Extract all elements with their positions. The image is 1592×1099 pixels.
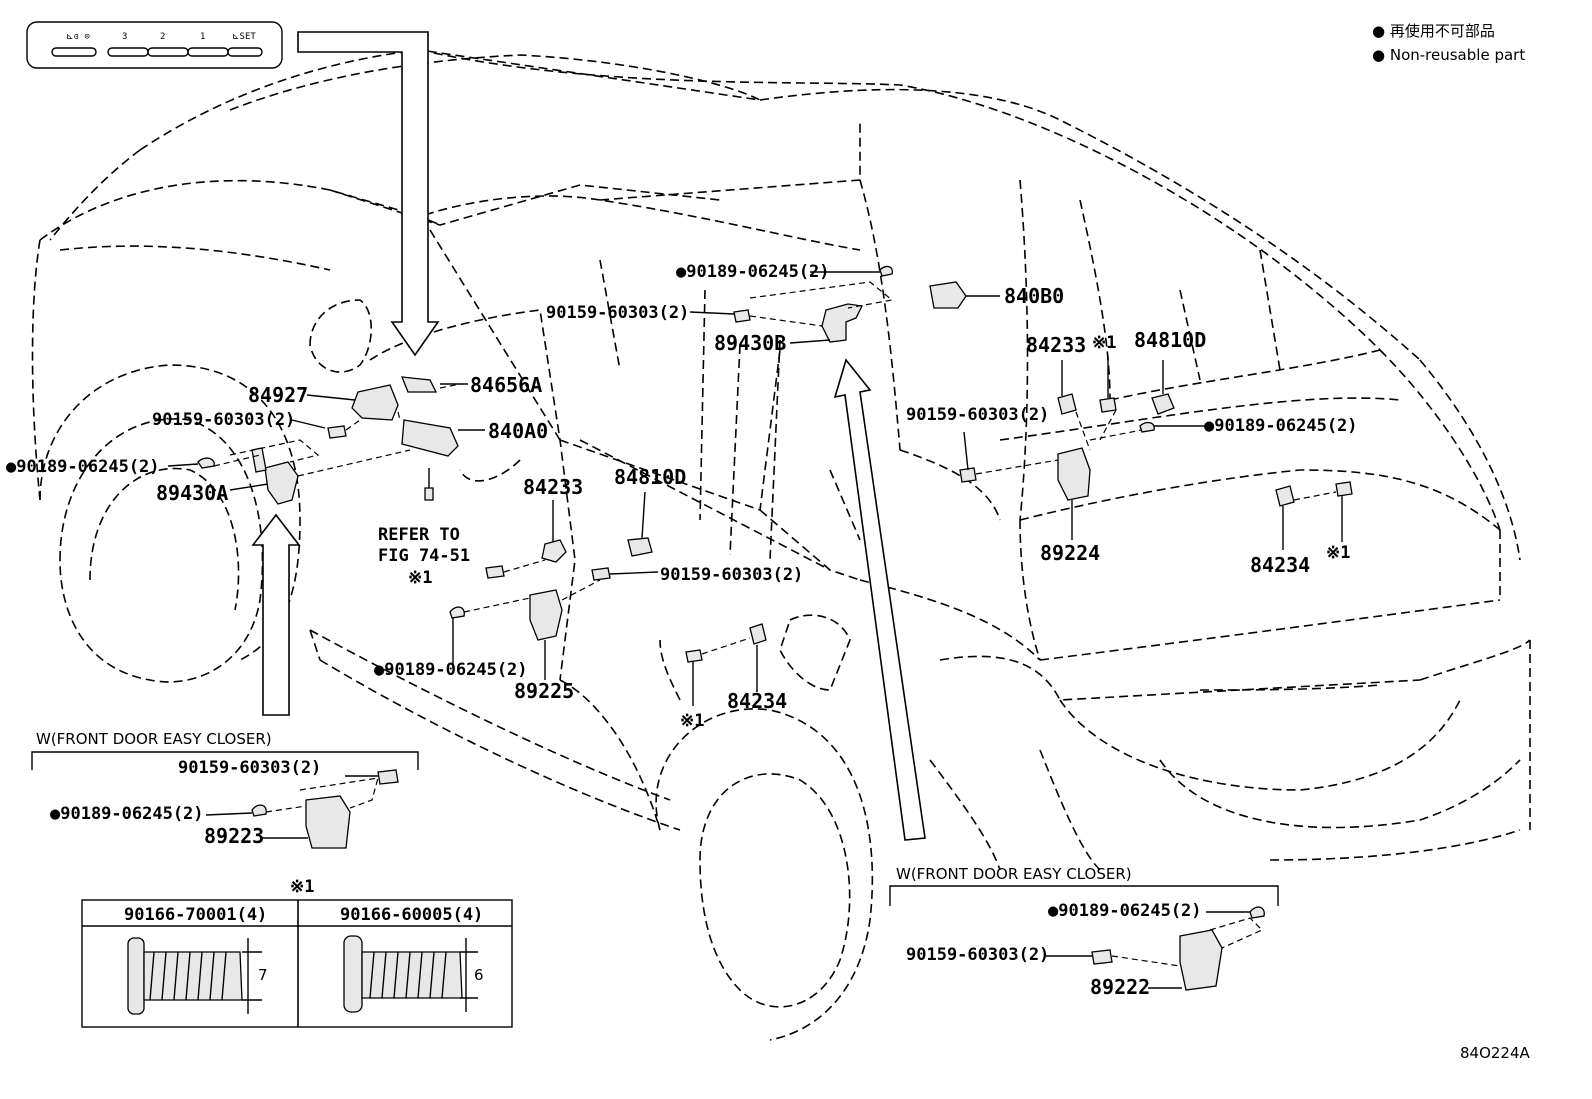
- part-89222: [1179, 929, 1223, 991]
- switch-panel: ⊾ɞ ⊙ 3 2 1 ⊾SET: [26, 21, 283, 69]
- switch-label-3: 2: [160, 32, 165, 42]
- label-90189-right: ●90189-06245(2): [1204, 416, 1358, 436]
- inset-left-90159: 90159-60303(2): [178, 758, 321, 778]
- dim-7: 7: [258, 966, 268, 984]
- part-840B0: [929, 281, 967, 309]
- label-note-right1: ※1: [1092, 333, 1116, 353]
- label-840A0: 840A0: [488, 419, 548, 443]
- label-89430B: 89430B: [714, 331, 786, 355]
- label-90189-top: ●90189-06245(2): [676, 262, 830, 282]
- back-door-parts: [959, 356, 1353, 550]
- bolt-icon: [733, 309, 751, 323]
- part-84810D-mid: [627, 537, 653, 557]
- label-89430A: 89430A: [156, 481, 228, 505]
- label-84234-right: 84234: [1250, 553, 1310, 577]
- label-90159-right: 90159-60303(2): [906, 405, 1049, 425]
- bolt-60005-icon: 6: [343, 935, 484, 1013]
- switch-label-2: 3: [122, 32, 127, 42]
- rear-upper-parts: [689, 265, 1000, 344]
- bolt-icon: [1091, 949, 1113, 965]
- part-89430A: [264, 461, 299, 505]
- label-84810D-mid: 84810D: [614, 465, 686, 489]
- table-col2-header: 90166-60005(4): [340, 905, 483, 925]
- screw-icon: [1099, 397, 1117, 413]
- table-note: ※1: [290, 877, 314, 897]
- inset-right-90189: ●90189-06245(2): [1048, 901, 1202, 921]
- inset-right-89222: 89222: [1090, 975, 1150, 999]
- inset-left-89223: 89223: [204, 824, 264, 848]
- legend: ● 再使用不可部品 ● Non-reusable part: [1372, 22, 1525, 64]
- part-84656A: [400, 376, 438, 393]
- table-col1-header: 90166-70001(4): [124, 905, 267, 925]
- part-89225: [529, 589, 563, 641]
- bolt-icon: [591, 567, 611, 581]
- part-84233-right: [1057, 393, 1077, 415]
- dim-6: 6: [474, 966, 484, 984]
- label-90159-mid: 90159-60303(2): [660, 565, 803, 585]
- bolt-reference-table: ※1 90166-70001(4) 90166-60005(4) 7 6: [81, 877, 513, 1028]
- diagram-code: 84O224A: [1460, 1044, 1531, 1062]
- label-84233-mid: 84233: [523, 475, 583, 499]
- switch-label-1: ⊾ɞ ⊙: [66, 32, 90, 42]
- bolt-icon: [377, 769, 399, 785]
- label-90159-left: 90159-60303(2): [152, 410, 295, 430]
- part-89224: [1057, 447, 1091, 501]
- rear-door-parts: [449, 491, 767, 706]
- screw-icon: [1335, 481, 1353, 497]
- part-84234-low: [749, 623, 767, 645]
- guide-arrows: [251, 31, 926, 841]
- label-90189-left: ●90189-06245(2): [6, 457, 160, 477]
- part-89223: [305, 795, 351, 849]
- label-90189-mid: ●90189-06245(2): [374, 660, 528, 680]
- arrow-up-icon: [251, 513, 301, 716]
- legend-japanese: ● 再使用不可部品: [1372, 22, 1495, 40]
- label-84810D-right: 84810D: [1134, 328, 1206, 352]
- screw-icon: [485, 565, 505, 579]
- screw-icon: [424, 487, 434, 501]
- inset-right-90159: 90159-60303(2): [906, 945, 1049, 965]
- label-84927: 84927: [248, 383, 308, 407]
- inset-easy-closer-right: W(FRONT DOOR EASY CLOSER) ●90189-06245(2…: [889, 865, 1279, 999]
- clip-icon: [1139, 421, 1155, 433]
- label-84233-right: 84233: [1026, 333, 1086, 357]
- bolt-icon: [327, 425, 347, 439]
- arrow-up-icon: [833, 358, 926, 841]
- switch-label-5: ⊾SET: [232, 32, 256, 42]
- clip-icon: [1249, 906, 1265, 919]
- label-note-mid: ※1: [408, 568, 432, 588]
- part-84810D-right: [1151, 393, 1175, 415]
- clip-icon: [879, 265, 893, 277]
- inset-right-title: W(FRONT DOOR EASY CLOSER): [896, 865, 1132, 883]
- label-refer-to: REFER TO: [378, 525, 460, 545]
- label-840B0: 840B0: [1004, 284, 1064, 308]
- clip-icon: [251, 804, 267, 817]
- front-door-parts: [167, 376, 485, 505]
- arrow-down-icon: [297, 31, 440, 357]
- part-labels: 84927 84656A 840A0 90159-60303(2) ●90189…: [6, 262, 1531, 1062]
- label-note-low: ※1: [680, 711, 704, 731]
- bolt-icon: [959, 467, 977, 483]
- part-84927: [351, 384, 399, 421]
- legend-english: ● Non-reusable part: [1372, 46, 1525, 64]
- inset-easy-closer-left: W(FRONT DOOR EASY CLOSER) 90159-60303(2)…: [31, 730, 419, 849]
- label-refer-fig: FIG 74-51: [378, 546, 470, 566]
- part-89430B: [821, 303, 863, 343]
- label-89224: 89224: [1040, 541, 1100, 565]
- part-84234-right: [1275, 485, 1295, 507]
- clip-icon: [449, 606, 465, 619]
- part-840A0: [401, 419, 459, 457]
- part-84233-mid: [541, 539, 567, 563]
- inset-left-90189: ●90189-06245(2): [50, 804, 204, 824]
- screw-icon: [685, 649, 703, 663]
- label-89225: 89225: [514, 679, 574, 703]
- clip-icon: [197, 457, 215, 469]
- label-note-right2: ※1: [1326, 543, 1350, 563]
- label-84656A: 84656A: [470, 373, 542, 397]
- inset-left-title: W(FRONT DOOR EASY CLOSER): [36, 730, 272, 748]
- label-90159-top: 90159-60303(2): [546, 303, 689, 323]
- switch-label-4: 1: [200, 32, 205, 42]
- bolt-70001-icon: 7: [127, 937, 268, 1015]
- label-84234-low: 84234: [727, 689, 787, 713]
